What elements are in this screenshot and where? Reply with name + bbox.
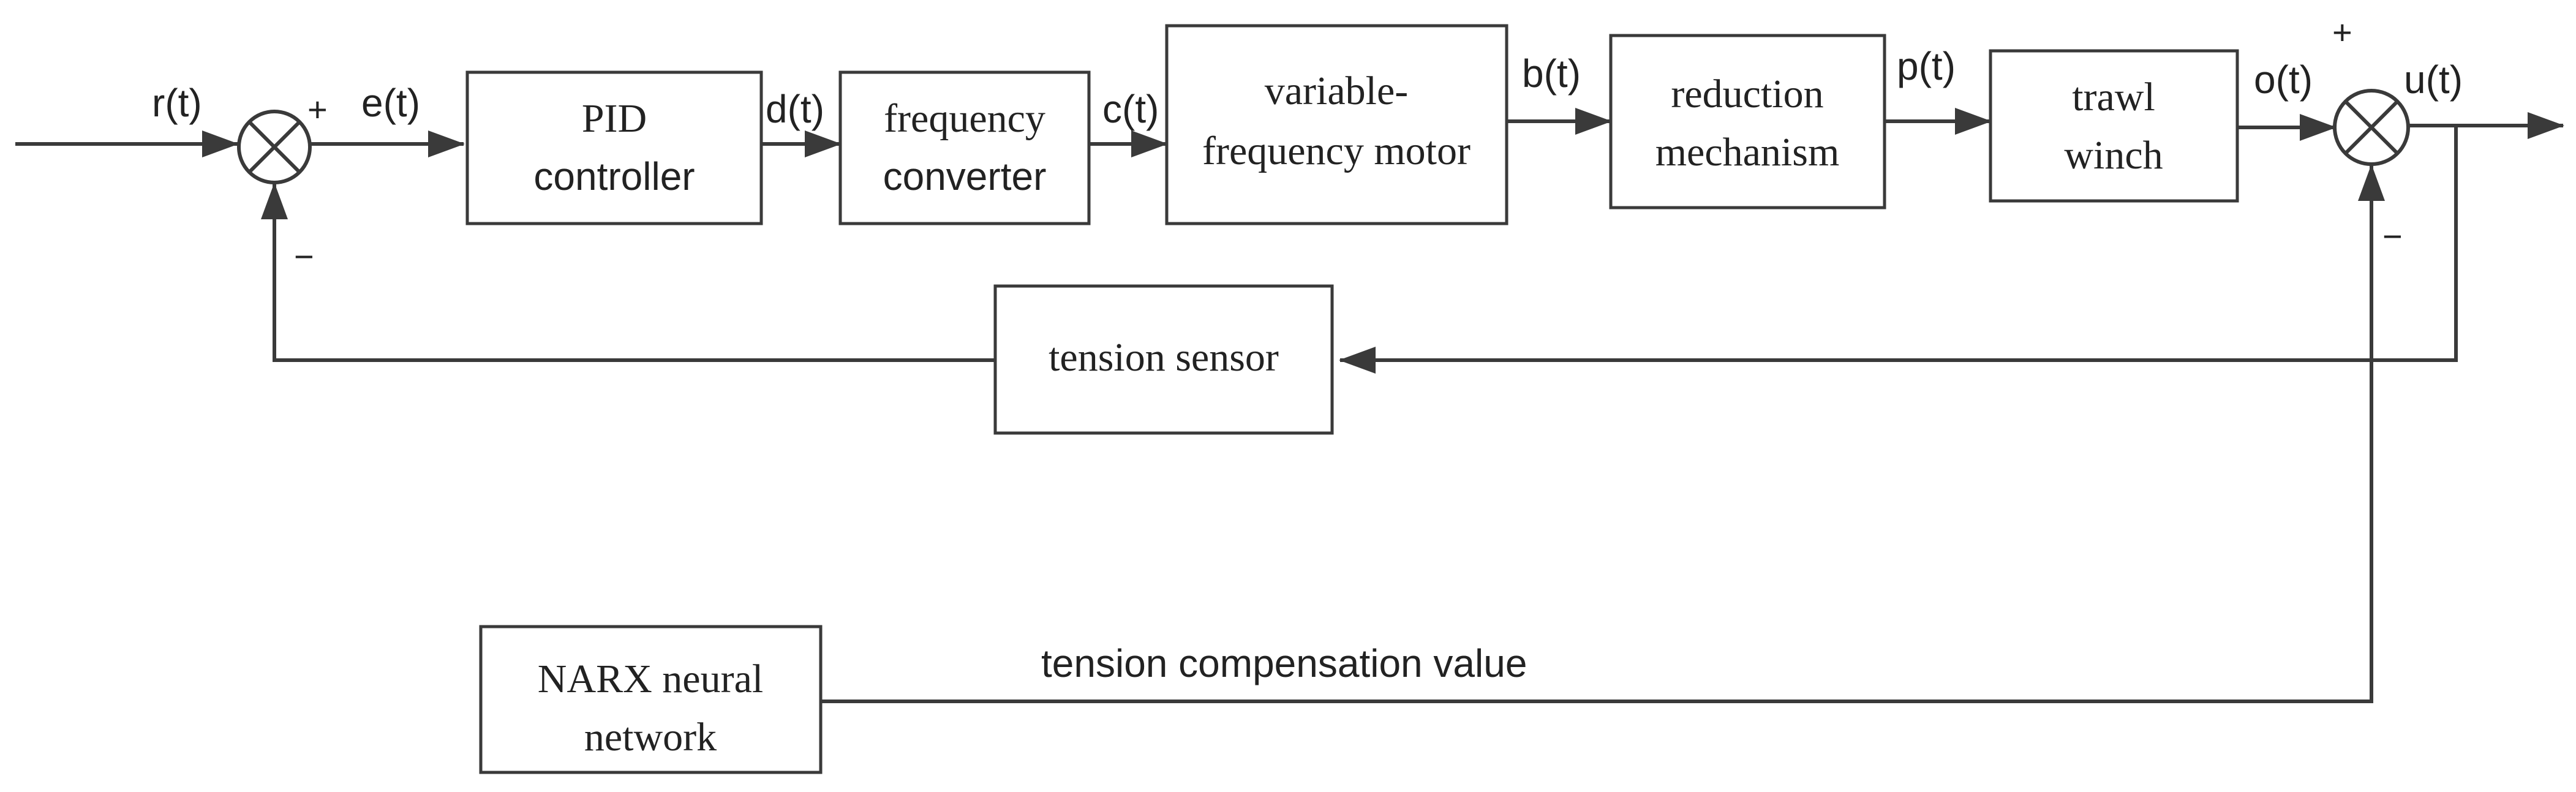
sign-labels: + − + − xyxy=(294,13,2403,276)
signal-b-label: b(t) xyxy=(1522,51,1581,96)
variable-frequency-motor-block: variable- frequency motor xyxy=(1165,24,1508,225)
wires xyxy=(15,108,2564,703)
winch-label-line2: winch xyxy=(2064,133,2163,178)
trawl-winch-block: trawl winch xyxy=(1989,49,2239,203)
wire-feedback xyxy=(261,183,995,362)
reduction-label-line1: reduction xyxy=(1671,72,1823,116)
wire-sensor-feed xyxy=(1339,126,2458,374)
summing-junction-input xyxy=(237,110,312,184)
wire-compensation xyxy=(821,164,2385,703)
compensation-label: tension compensation value xyxy=(1041,641,1527,685)
signal-p-label: p(t) xyxy=(1897,44,1956,88)
sum2-plus-sign: + xyxy=(2332,13,2352,51)
reduction-label-line2: mechanism xyxy=(1655,130,1840,175)
winch-label-line1: trawl xyxy=(2072,75,2155,119)
freq-conv-label-line1: frequency xyxy=(884,96,1045,141)
freq-conv-label-line2: converter xyxy=(883,154,1047,198)
sensor-label: tension sensor xyxy=(1049,335,1279,380)
signal-r-label: r(t) xyxy=(152,81,202,125)
sum1-plus-sign: + xyxy=(307,90,328,129)
tension-sensor-block: tension sensor xyxy=(993,284,1334,435)
pid-controller-block: PID controller xyxy=(465,70,763,225)
reduction-mechanism-block: reduction mechanism xyxy=(1609,34,1886,209)
pid-label-line2: controller xyxy=(533,154,695,198)
sum1-minus-sign: − xyxy=(294,237,314,276)
sum2-minus-sign: − xyxy=(2382,217,2403,255)
signal-labels: r(t) e(t) d(t) c(t) b(t) p(t) o(t) u(t) … xyxy=(152,44,2463,685)
signal-e-label: e(t) xyxy=(361,81,420,125)
signal-c-label: c(t) xyxy=(1102,87,1159,131)
signal-u-label: u(t) xyxy=(2404,58,2463,102)
narx-label-line1: NARX neural xyxy=(538,657,763,701)
pid-label-line1: PID xyxy=(582,96,647,141)
signal-d-label: d(t) xyxy=(766,87,824,131)
summing-junction-output xyxy=(2333,89,2410,166)
narx-label-line2: network xyxy=(584,715,717,760)
frequency-converter-block: frequency converter xyxy=(838,70,1091,225)
narx-network-block: NARX neural network xyxy=(479,625,823,774)
motor-label-line1: variable- xyxy=(1265,69,1409,113)
signal-o-label: o(t) xyxy=(2254,58,2313,102)
motor-label-line2: frequency motor xyxy=(1202,129,1471,173)
